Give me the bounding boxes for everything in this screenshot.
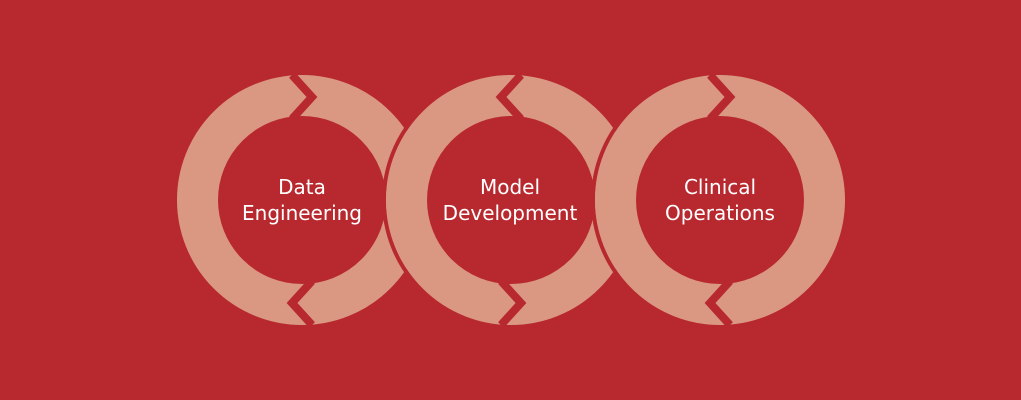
arrow-gap-top <box>289 72 318 122</box>
stage-label-line1: Clinical <box>683 175 757 199</box>
arrow-gap-bottom <box>498 278 527 328</box>
ring-separator <box>591 71 849 329</box>
arrow-gap-top <box>495 72 524 122</box>
stage-label-line2: Engineering <box>242 201 362 225</box>
stage-label-line1: Model <box>479 175 541 199</box>
arrow-gap-top <box>707 72 736 122</box>
stage-label-line1: Data <box>278 175 326 199</box>
cycle-ring <box>595 75 845 325</box>
arrow-gap-bottom <box>704 278 733 328</box>
stage-clinical-operations: Clinical Operations <box>630 174 810 226</box>
stage-data-engineering: Data Engineering <box>212 174 392 226</box>
arrow-gap-bottom <box>286 278 315 328</box>
stage-model-development: Model Development <box>420 174 600 226</box>
ring-separator <box>382 71 640 329</box>
stage-label-line2: Development <box>442 201 578 225</box>
stage-label-line2: Operations <box>665 201 775 225</box>
